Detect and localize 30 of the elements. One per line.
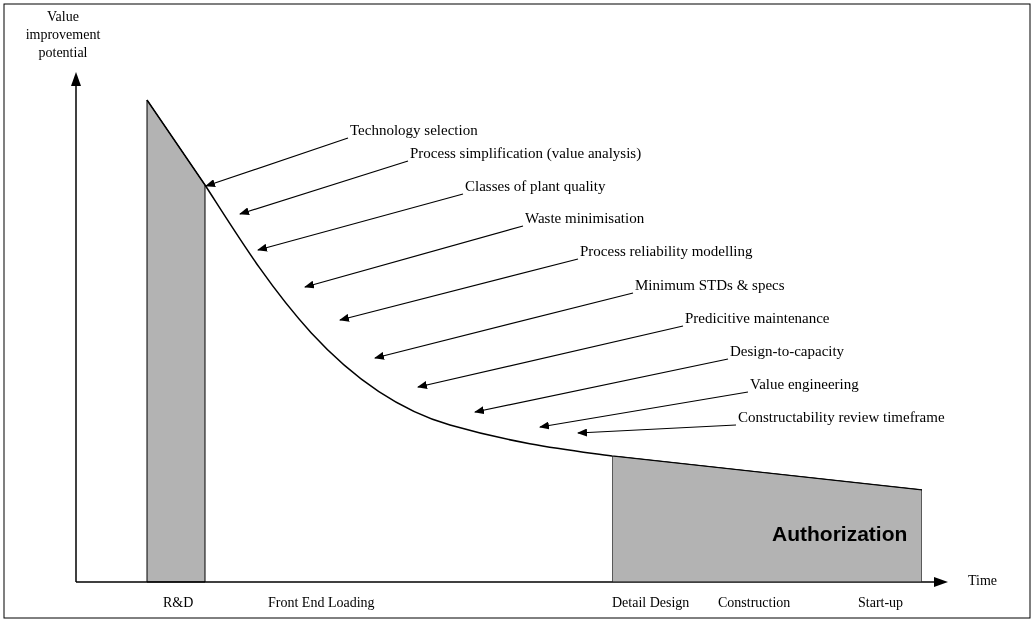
- area-label: Authorization: [772, 522, 908, 546]
- callout-text: Process reliability modelling: [580, 242, 753, 260]
- phase-label: R&D: [163, 594, 194, 612]
- leader-arrow: [304, 225, 524, 289]
- leader-arrow: [257, 193, 464, 252]
- phase-label: Detail Design: [612, 594, 690, 612]
- phase-label: Construction: [718, 594, 791, 612]
- callout-text: Process simplification (value analysis): [410, 144, 642, 162]
- leader-arrow: [474, 358, 729, 415]
- callout-text: Constructability review timeframe: [738, 408, 945, 426]
- callout-text: Minimum STDs & specs: [635, 276, 785, 294]
- callout-text: Value engineering: [750, 375, 859, 393]
- leader-arrow: [539, 391, 749, 430]
- shaded-area: [612, 456, 922, 582]
- callout-text: Predicitive maintenance: [685, 309, 830, 327]
- leader-arrow: [374, 292, 634, 360]
- axis-title: Value improvement potential: [24, 8, 102, 62]
- callout-text: Design-to-capacity: [730, 342, 845, 360]
- leader-arrow: [417, 325, 684, 389]
- leader-arrow: [577, 424, 737, 437]
- callout-text: Technology selection: [350, 121, 478, 139]
- callout-text: Waste minimisation: [525, 209, 645, 227]
- shaded-band: [146, 99, 206, 583]
- phase-label: Start-up: [858, 594, 904, 612]
- axis-title: Time: [968, 572, 998, 590]
- leader-arrow: [239, 160, 409, 216]
- phase-label: Front End Loading: [268, 594, 375, 612]
- leader-arrow: [339, 258, 579, 322]
- leader-arrow: [205, 137, 349, 187]
- callout-text: Classes of plant quality: [465, 177, 606, 195]
